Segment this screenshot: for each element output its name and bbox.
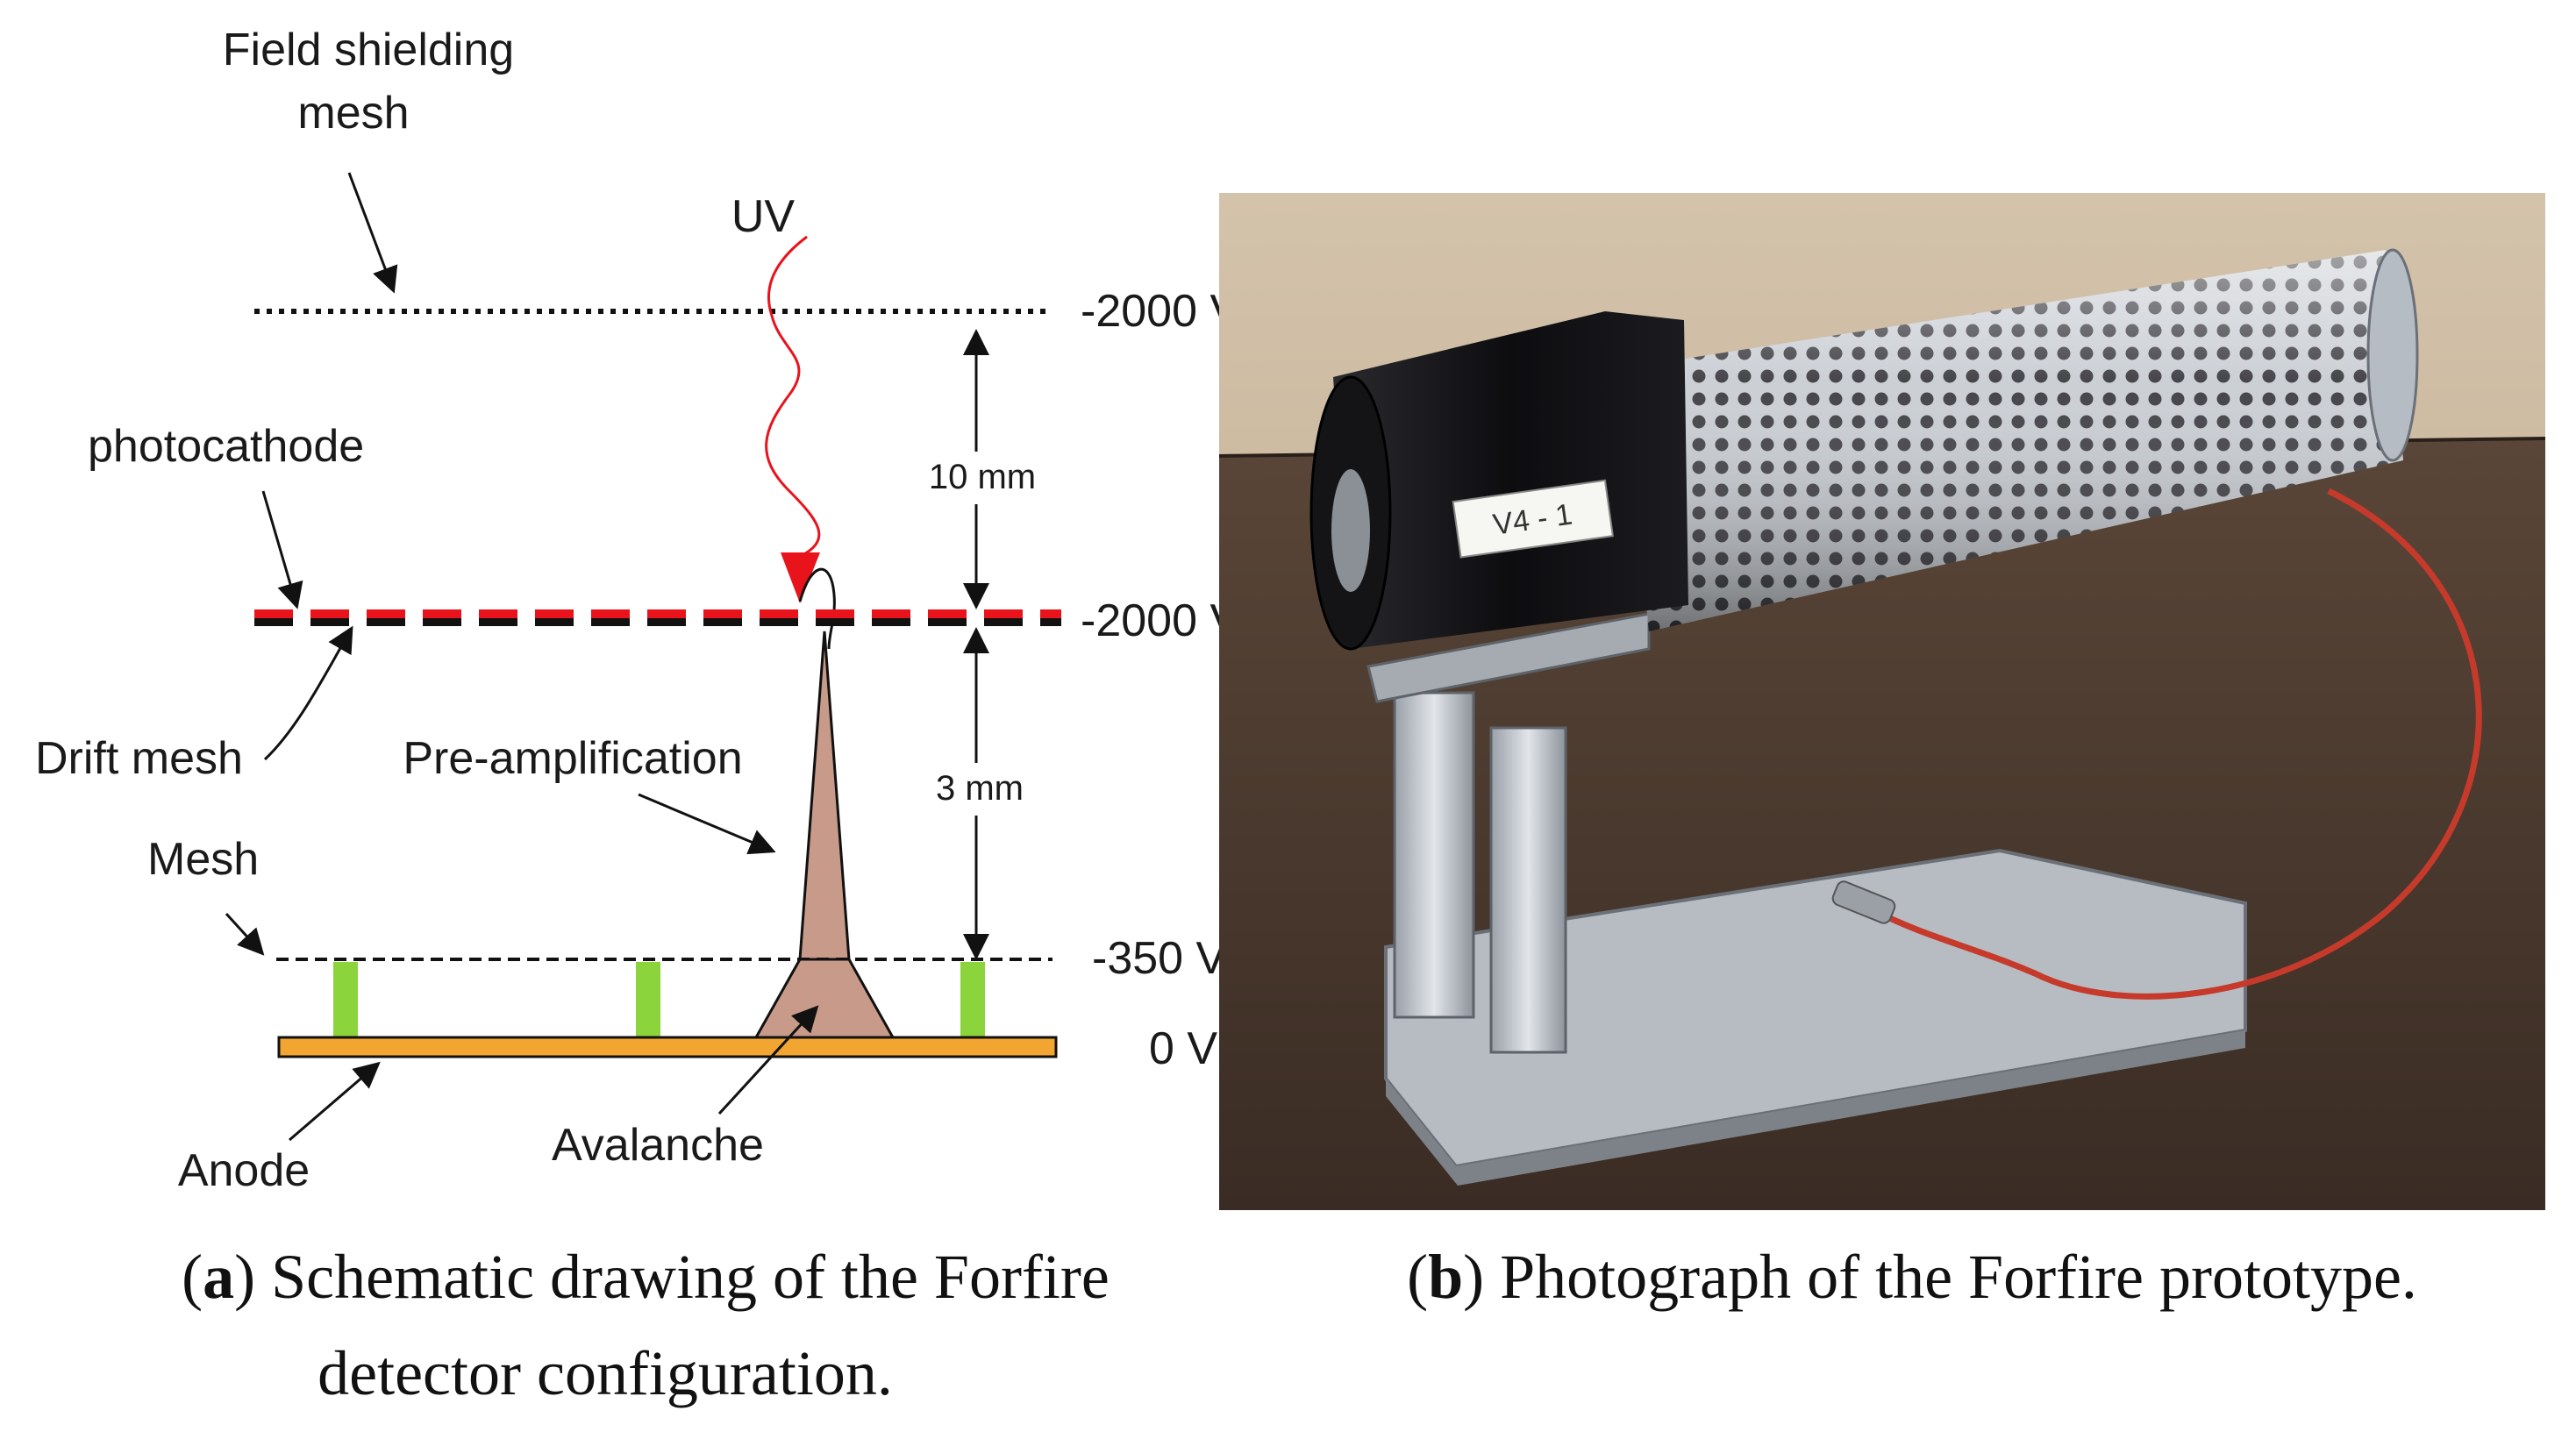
- anode-plate: [277, 1036, 1058, 1058]
- mesh-arrow: [225, 912, 265, 956]
- drift-gap-label: 10 mm: [929, 458, 1036, 496]
- perforated-tube-shading: [1623, 250, 2403, 631]
- drift-mesh-arrow: [263, 625, 353, 761]
- tube-end: [2366, 248, 2419, 462]
- caption-b-text: Photograph of the Forfire prototype.: [1484, 1242, 2417, 1312]
- mesh-label: Mesh: [147, 834, 259, 885]
- drift-mesh-label: Drift mesh: [35, 733, 243, 784]
- caption-b: (b) Photograph of the Forfire prototype.: [1407, 1242, 2417, 1312]
- field-shielding-mesh-arrow: [347, 172, 398, 294]
- field-mesh-voltage: -2000 V: [1081, 286, 1240, 337]
- schematic-panel: Field shielding mesh -2000 V UV 10 mm ph…: [35, 25, 1240, 1408]
- photocathode-voltage: -2000 V: [1081, 595, 1240, 646]
- photoelectron-path: [798, 567, 836, 650]
- stand-post: [1393, 691, 1475, 1019]
- field-shielding-mesh-label-line2: mesh: [297, 88, 409, 139]
- caption-a-letter: a: [203, 1242, 234, 1312]
- caption-b-letter: b: [1428, 1242, 1463, 1312]
- uv-photon-path: [765, 235, 821, 563]
- avalanche-label: Avalanche: [552, 1120, 764, 1171]
- caption-a-text: Schematic drawing of the Forfire: [255, 1242, 1110, 1312]
- tube-label-sticker: [1452, 479, 1614, 559]
- spacer-pillar: [333, 962, 358, 1037]
- caption-a-line2: detector configuration.: [318, 1338, 893, 1408]
- photocathode-label: photocathode: [88, 421, 364, 472]
- avalanche-region: [753, 958, 896, 1039]
- anode-label: Anode: [178, 1145, 310, 1196]
- uv-label: UV: [731, 191, 796, 242]
- detector-window: [1331, 469, 1370, 592]
- pre-amplification-cone: [798, 631, 851, 961]
- avalanche-arrow: [717, 1005, 819, 1115]
- spacer-pillar: [636, 962, 660, 1037]
- spacer-pillar: [960, 962, 985, 1037]
- amplification-gap-label: 3 mm: [936, 769, 1024, 808]
- pre-amplification-label: Pre-amplification: [403, 733, 742, 784]
- amplification-gap-label-bg: [921, 763, 1035, 816]
- stand-post: [1489, 726, 1567, 1054]
- photocathode-arrow: [261, 490, 303, 609]
- base-plate-edge: [1386, 1030, 2245, 1186]
- caption-a-line1: (a) Schematic drawing of the Forfire: [182, 1242, 1110, 1312]
- uv-photon-arrowhead: [781, 552, 820, 603]
- pre-amplification-arrow: [638, 793, 776, 855]
- field-shielding-mesh-label-line1: Field shielding: [223, 25, 514, 75]
- signal-cable: [1875, 488, 2482, 1000]
- mesh-voltage: -350 V: [1092, 933, 1227, 984]
- anode-voltage: 0 V: [1149, 1023, 1217, 1074]
- cable-connector: [1831, 880, 1896, 924]
- drift-gap-label-bg: [917, 452, 1039, 504]
- detector-cap: [1333, 311, 1688, 649]
- stand-bracket: [1366, 612, 1651, 703]
- anode-arrow: [289, 1061, 381, 1142]
- photo-panel: V4 - 1 (b) Photograph of the Forfire pro…: [1219, 193, 2545, 1312]
